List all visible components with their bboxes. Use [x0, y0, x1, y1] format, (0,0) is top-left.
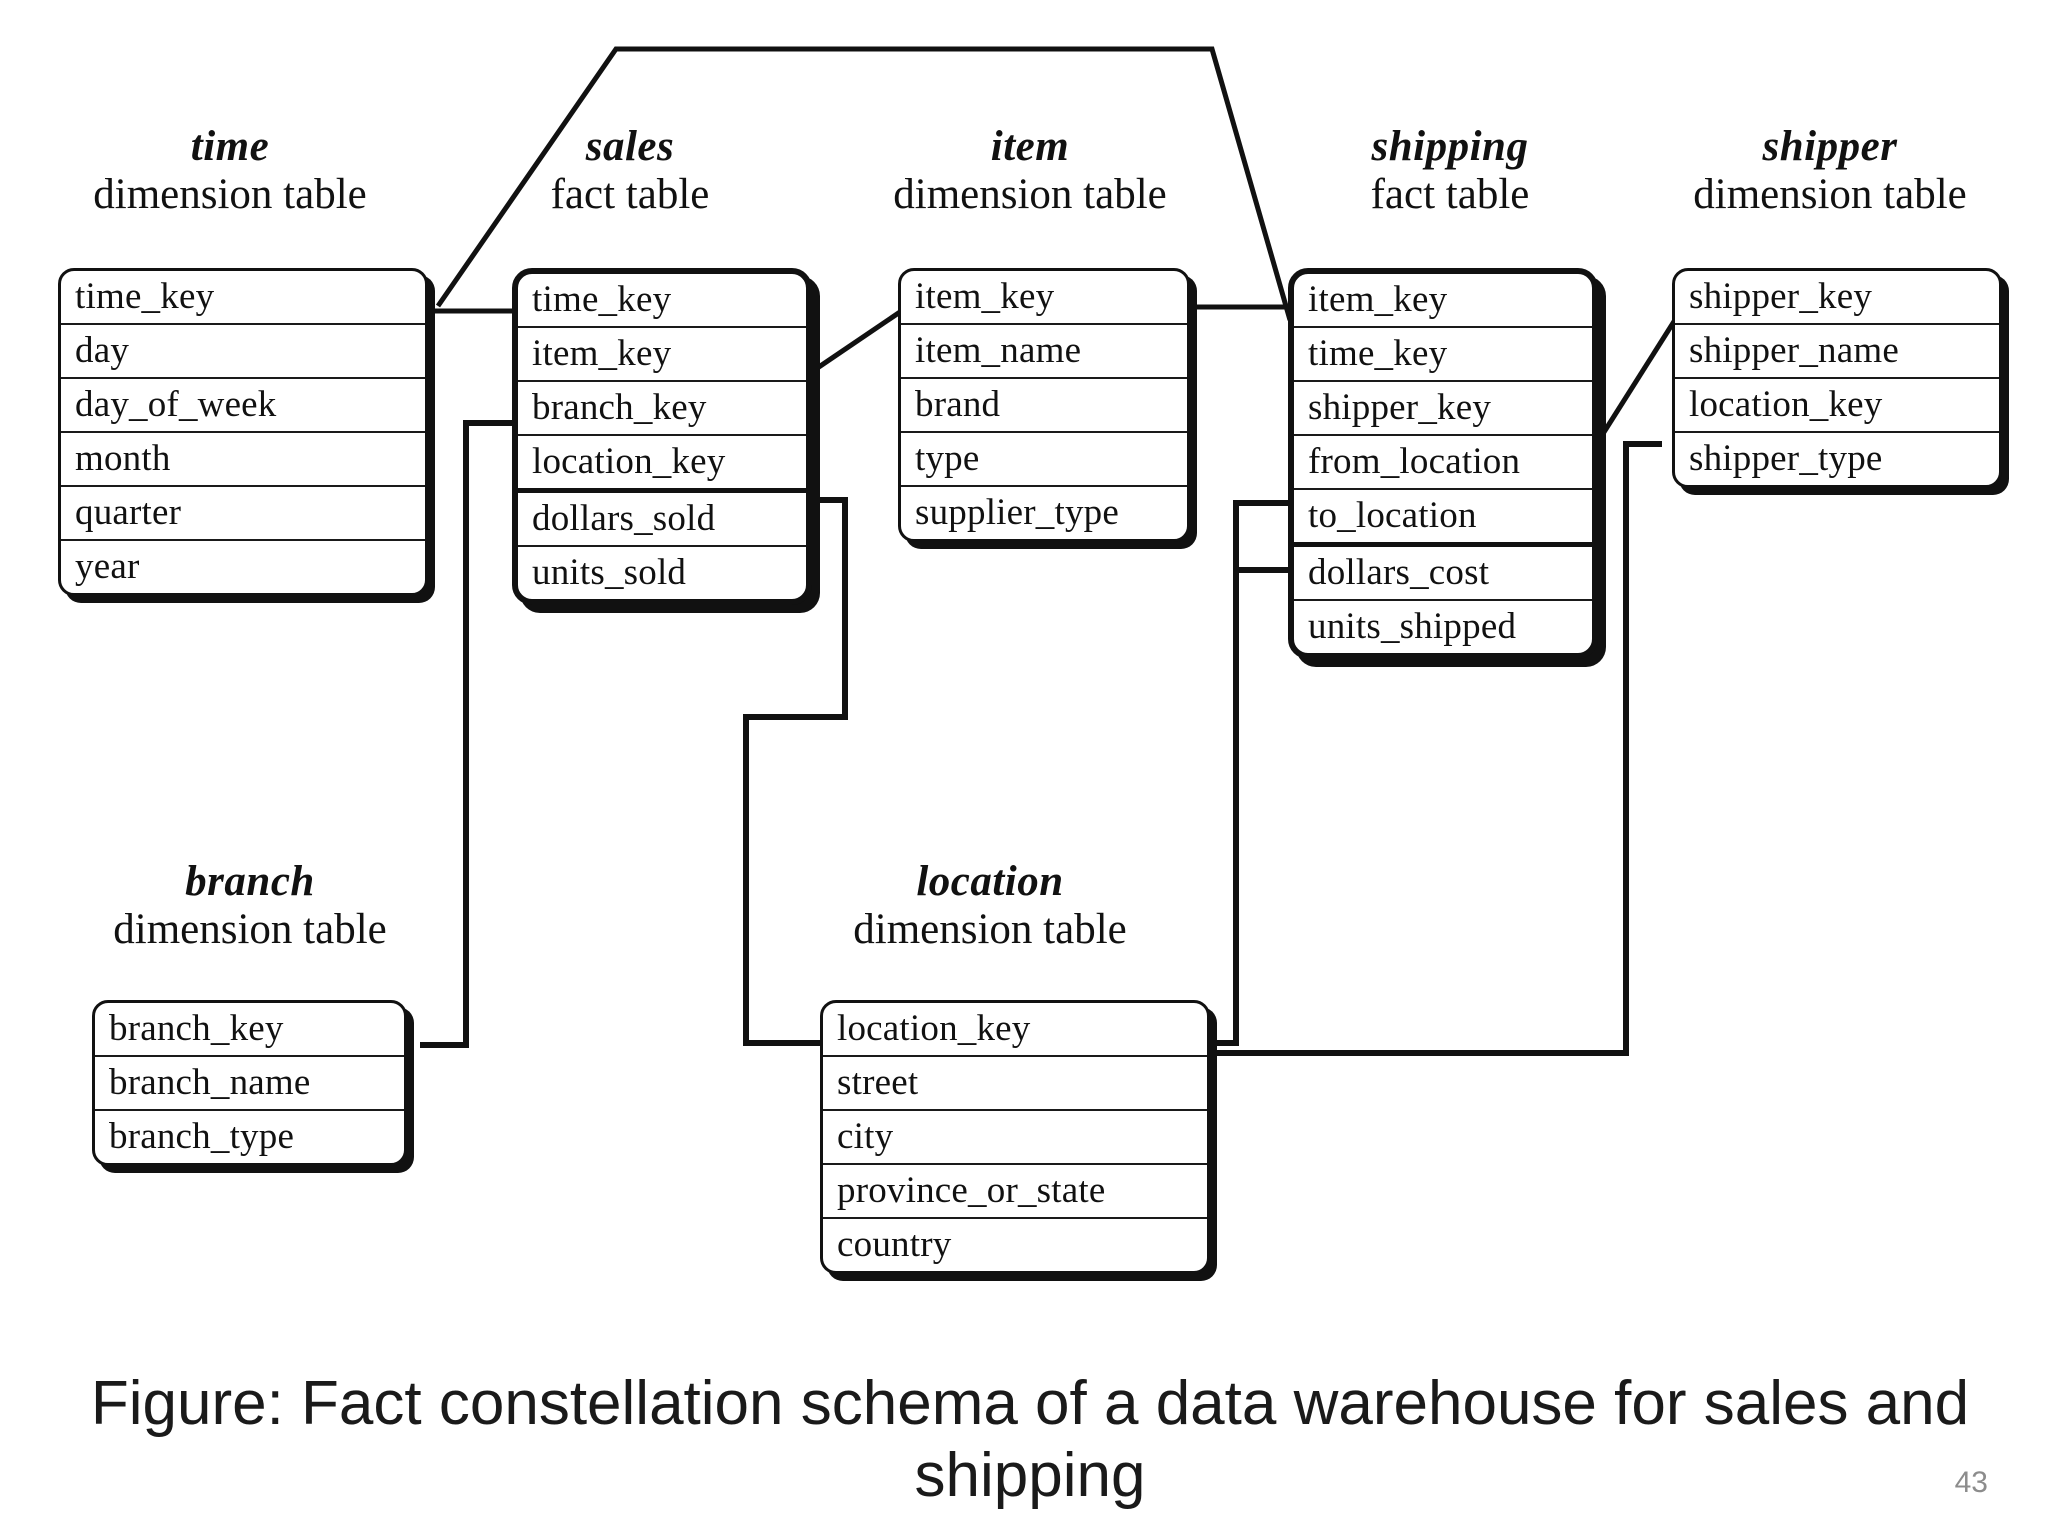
table-kind-location: dimension table: [853, 905, 1127, 953]
table-title-sales: sales: [585, 123, 675, 170]
edge-shipping-locations-to-location: [1210, 500, 1290, 1046]
table-row[interactable]: province_or_state: [823, 1165, 1207, 1219]
table-row[interactable]: street: [823, 1057, 1207, 1111]
table-row[interactable]: item_key: [518, 328, 806, 382]
table-row[interactable]: item_key: [1294, 274, 1592, 328]
figure-caption: Figure: Fact constellation schema of a d…: [90, 1369, 1970, 1510]
table-row[interactable]: brand: [901, 379, 1187, 433]
edge-shipper-to-location: [1210, 441, 1662, 1056]
table-sales[interactable]: time_key item_key branch_key location_ke…: [512, 268, 812, 605]
caption-item: item dimension table: [840, 125, 1220, 217]
table-row[interactable]: time_key: [518, 274, 806, 328]
table-row[interactable]: from_location: [1294, 436, 1592, 490]
table-row[interactable]: shipper_type: [1689, 438, 1883, 479]
table-title-item: item: [990, 123, 1070, 170]
caption-time: time dimension table: [40, 125, 420, 217]
table-row[interactable]: type: [901, 433, 1187, 487]
table-row[interactable]: branch_key: [95, 1003, 404, 1057]
table-kind-time: dimension table: [93, 170, 367, 218]
table-item[interactable]: item_key item_name brand type supplier_t…: [898, 268, 1190, 542]
table-title-location: location: [916, 858, 1064, 905]
table-row[interactable]: branch_key: [518, 382, 806, 436]
table-title-branch: branch: [185, 858, 315, 905]
table-shipper[interactable]: shipper_key shipper_name location_key sh…: [1672, 268, 2002, 488]
table-row[interactable]: item_key: [901, 271, 1187, 325]
table-title-shipper: shipper: [1762, 123, 1898, 170]
table-kind-branch: dimension table: [113, 905, 387, 953]
table-row[interactable]: day_of_week: [61, 379, 425, 433]
table-row[interactable]: supplier_type: [915, 492, 1120, 533]
table-title-time: time: [190, 123, 270, 170]
table-kind-shipper: dimension table: [1693, 170, 1967, 218]
caption-shipping: shipping fact table: [1280, 125, 1620, 217]
table-time[interactable]: time_key day day_of_week month quarter y…: [58, 268, 428, 596]
table-row[interactable]: country: [837, 1224, 952, 1265]
table-row[interactable]: location_key: [823, 1003, 1207, 1057]
edge-sales-to-location: [743, 497, 848, 1046]
table-row[interactable]: shipper_key: [1294, 382, 1592, 436]
caption-branch: branch dimension table: [70, 860, 430, 952]
table-row[interactable]: quarter: [61, 487, 425, 541]
table-row[interactable]: city: [823, 1111, 1207, 1165]
table-row[interactable]: month: [61, 433, 425, 487]
table-row[interactable]: to_location: [1294, 490, 1592, 544]
table-row[interactable]: branch_type: [109, 1116, 295, 1157]
table-row[interactable]: branch_name: [95, 1057, 404, 1111]
table-title-shipping: shipping: [1371, 123, 1529, 170]
table-shipping[interactable]: item_key time_key shipper_key from_locat…: [1288, 268, 1598, 659]
caption-shipper: shipper dimension table: [1640, 125, 2020, 217]
table-kind-item: dimension table: [893, 170, 1167, 218]
table-row[interactable]: year: [75, 546, 140, 587]
table-row[interactable]: units_sold: [532, 552, 687, 593]
table-row[interactable]: location_key: [518, 436, 806, 490]
table-row[interactable]: dollars_cost: [1294, 542, 1592, 601]
table-row[interactable]: dollars_sold: [518, 488, 806, 547]
table-row[interactable]: units_shipped: [1308, 606, 1517, 647]
table-kind-sales: fact table: [550, 170, 710, 218]
caption-sales: sales fact table: [460, 125, 800, 217]
table-row[interactable]: shipper_key: [1675, 271, 1999, 325]
table-location[interactable]: location_key street city province_or_sta…: [820, 1000, 1210, 1274]
page-number: 43: [1954, 1466, 1988, 1499]
table-row[interactable]: item_name: [901, 325, 1187, 379]
table-row[interactable]: time_key: [1294, 328, 1592, 382]
table-row[interactable]: shipper_name: [1675, 325, 1999, 379]
edge-shipping-to-shipper: [1596, 310, 1683, 442]
table-row[interactable]: location_key: [1675, 379, 1999, 433]
edge-sales-to-branch: [420, 420, 513, 1048]
caption-location: location dimension table: [790, 860, 1190, 952]
edge-sales-to-item: [808, 309, 902, 376]
table-row[interactable]: time_key: [61, 271, 425, 325]
table-kind-shipping: fact table: [1370, 170, 1530, 218]
table-row[interactable]: day: [61, 325, 425, 379]
table-branch[interactable]: branch_key branch_name branch_type: [92, 1000, 407, 1166]
edge-time-to-shipping: [435, 46, 1293, 321]
